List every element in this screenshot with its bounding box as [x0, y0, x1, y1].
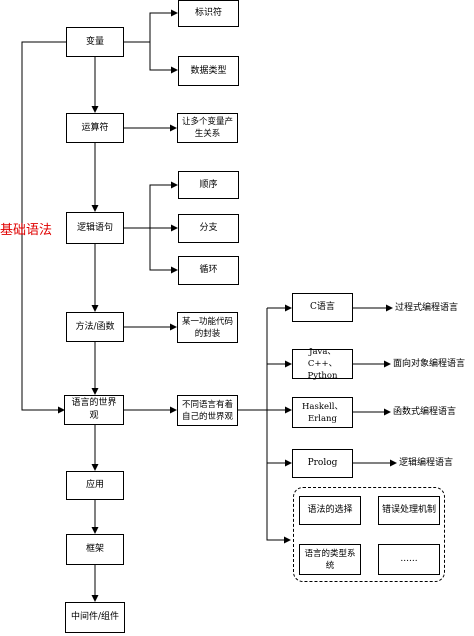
arrow-var-to-identifier [124, 9, 178, 43]
bracket-to-worldview [21, 41, 66, 414]
node-c-language: C语言 [292, 293, 353, 322]
node-oop-languages: Java、C++、Python [292, 347, 353, 381]
label-functional: 函数式编程语言 [393, 407, 457, 417]
node-operator: 运算符 [66, 113, 124, 143]
node-prolog: Prolog [292, 449, 353, 478]
node-application: 应用 [66, 471, 124, 500]
node-method-desc: 某一功能代码的封装 [177, 312, 238, 343]
node-sequence: 顺序 [178, 171, 239, 199]
side-title: 基础语法 [0, 223, 53, 238]
arrow-logic-to-seq [124, 181, 178, 229]
label-procedural: 过程式编程语言 [395, 303, 459, 313]
arrow-var-to-datatype [149, 42, 178, 74]
node-syntax-choice: 语法的选择 [299, 496, 361, 525]
label-logic-programming: 逻辑编程语言 [399, 458, 454, 468]
node-middleware: 中间件/组件 [65, 602, 125, 633]
node-logic-statement: 逻辑语句 [66, 212, 124, 244]
node-datatype: 数据类型 [178, 56, 239, 86]
extras-group [293, 487, 445, 582]
node-operator-desc: 让多个变量产生关系 [177, 113, 238, 143]
label-oop: 面向对象编程语言 [393, 359, 466, 369]
node-type-system: 语言的类型系统 [299, 544, 361, 575]
node-language-worldview: 语言的世界观 [64, 395, 124, 425]
node-method-function: 方法/函数 [66, 312, 124, 342]
node-worldview-desc: 不同语言有着自己的世界观 [177, 395, 238, 426]
node-error-handling: 错误处理机制 [378, 496, 440, 525]
node-branch: 分支 [178, 214, 239, 243]
arrow-to-extras-group [266, 308, 291, 544]
arrow-logic-to-loop [149, 228, 178, 274]
node-loop: 循环 [178, 256, 239, 285]
node-ellipsis: ...... [378, 544, 440, 575]
node-framework: 框架 [66, 534, 124, 565]
node-variable: 变量 [66, 27, 124, 57]
node-functional-languages: Haskell、Erlang [292, 397, 353, 428]
node-identifier: 标识符 [178, 0, 239, 27]
